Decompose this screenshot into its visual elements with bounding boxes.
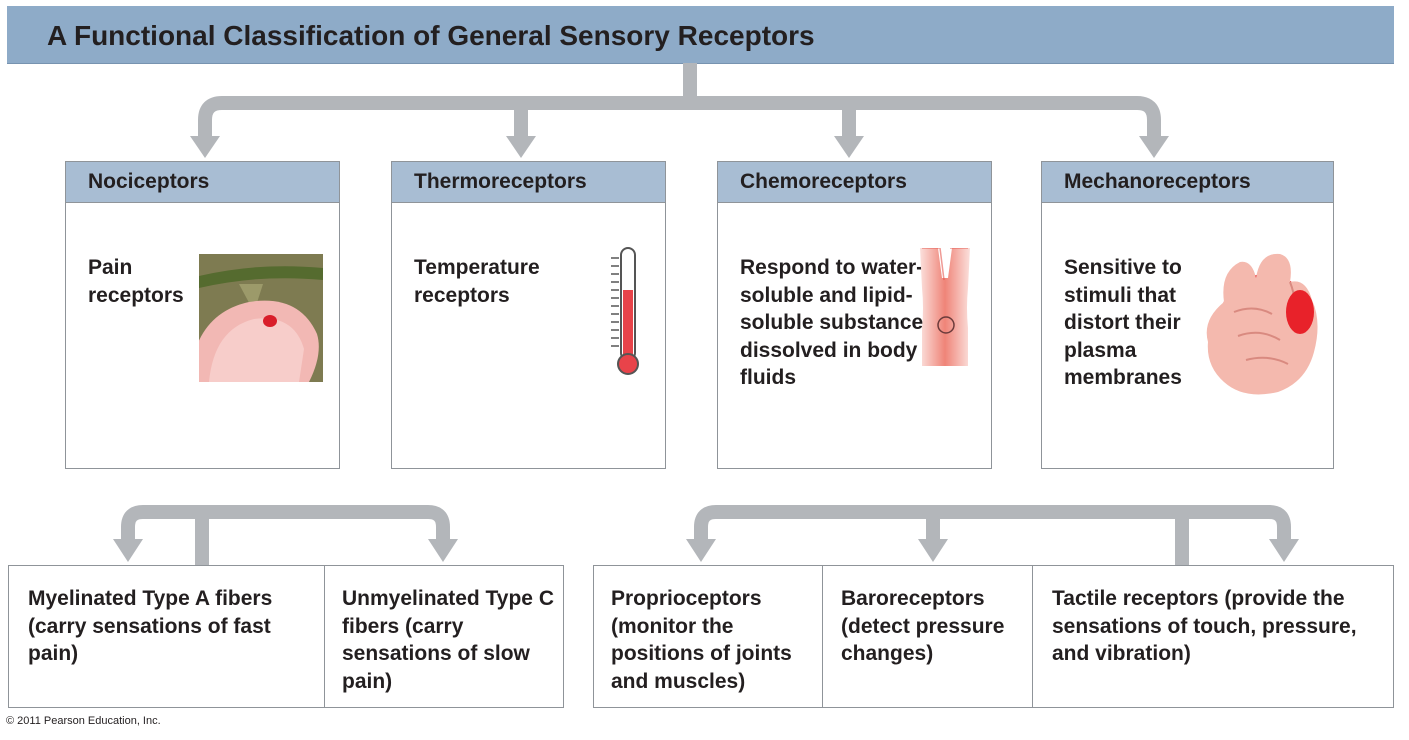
type-c-fibers-text: Unmyelinated Type C fibers (carry sensat… <box>342 587 554 693</box>
title-bar: A Functional Classification of General S… <box>7 6 1394 64</box>
thermoreceptors-box: Thermoreceptors Temperature receptors <box>391 161 666 469</box>
chemoreceptors-title: Chemoreceptors <box>740 170 907 193</box>
proprioceptors-text: Proprioceptors (monitor the positions of… <box>611 587 792 693</box>
diagram-title: A Functional Classification of General S… <box>47 20 815 51</box>
mechanoreceptors-header: Mechanoreceptors <box>1042 162 1333 203</box>
chemoreceptors-box: Chemoreceptors Respond to water-soluble … <box>717 161 992 469</box>
thermoreceptors-description: Temperature receptors <box>414 256 540 307</box>
thermoreceptors-header: Thermoreceptors <box>392 162 665 203</box>
mechanoreceptor-types-box: Proprioceptors (monitor the positions of… <box>593 565 1394 708</box>
nociceptors-box: Nociceptors Pain receptors <box>65 161 340 469</box>
tactile-receptors-text: Tactile receptors (provide the sensation… <box>1052 587 1357 665</box>
nociceptors-description: Pain receptors <box>88 256 184 307</box>
thorn-pricking-finger-icon <box>199 254 323 382</box>
divider <box>822 566 823 707</box>
baroreceptors-text: Baroreceptors (detect pressure changes) <box>841 587 1005 665</box>
divider <box>1032 566 1033 707</box>
nociceptors-header: Nociceptors <box>66 162 339 203</box>
chemoreceptors-description: Respond to water-soluble and lipid-solub… <box>740 256 935 389</box>
divider <box>324 566 325 707</box>
mechanoreceptors-title: Mechanoreceptors <box>1064 170 1251 193</box>
thermoreceptors-title: Thermoreceptors <box>414 170 587 193</box>
copyright-text: © 2011 Pearson Education, Inc. <box>6 715 161 727</box>
chemoreceptors-header: Chemoreceptors <box>718 162 991 203</box>
nociceptor-types-box: Myelinated Type A fibers (carry sensatio… <box>8 565 564 708</box>
hand-squeezing-ball-icon <box>1206 253 1318 395</box>
thermometer-icon <box>611 247 639 375</box>
mechanoreceptors-box: Mechanoreceptors Sensitive to stimuli th… <box>1041 161 1334 469</box>
mechanoreceptors-description: Sensitive to stimuli that distort their … <box>1064 256 1182 389</box>
nociceptors-title: Nociceptors <box>88 170 210 193</box>
type-a-fibers-text: Myelinated Type A fibers (carry sensatio… <box>28 587 273 665</box>
blood-vessel-icon <box>920 248 970 366</box>
